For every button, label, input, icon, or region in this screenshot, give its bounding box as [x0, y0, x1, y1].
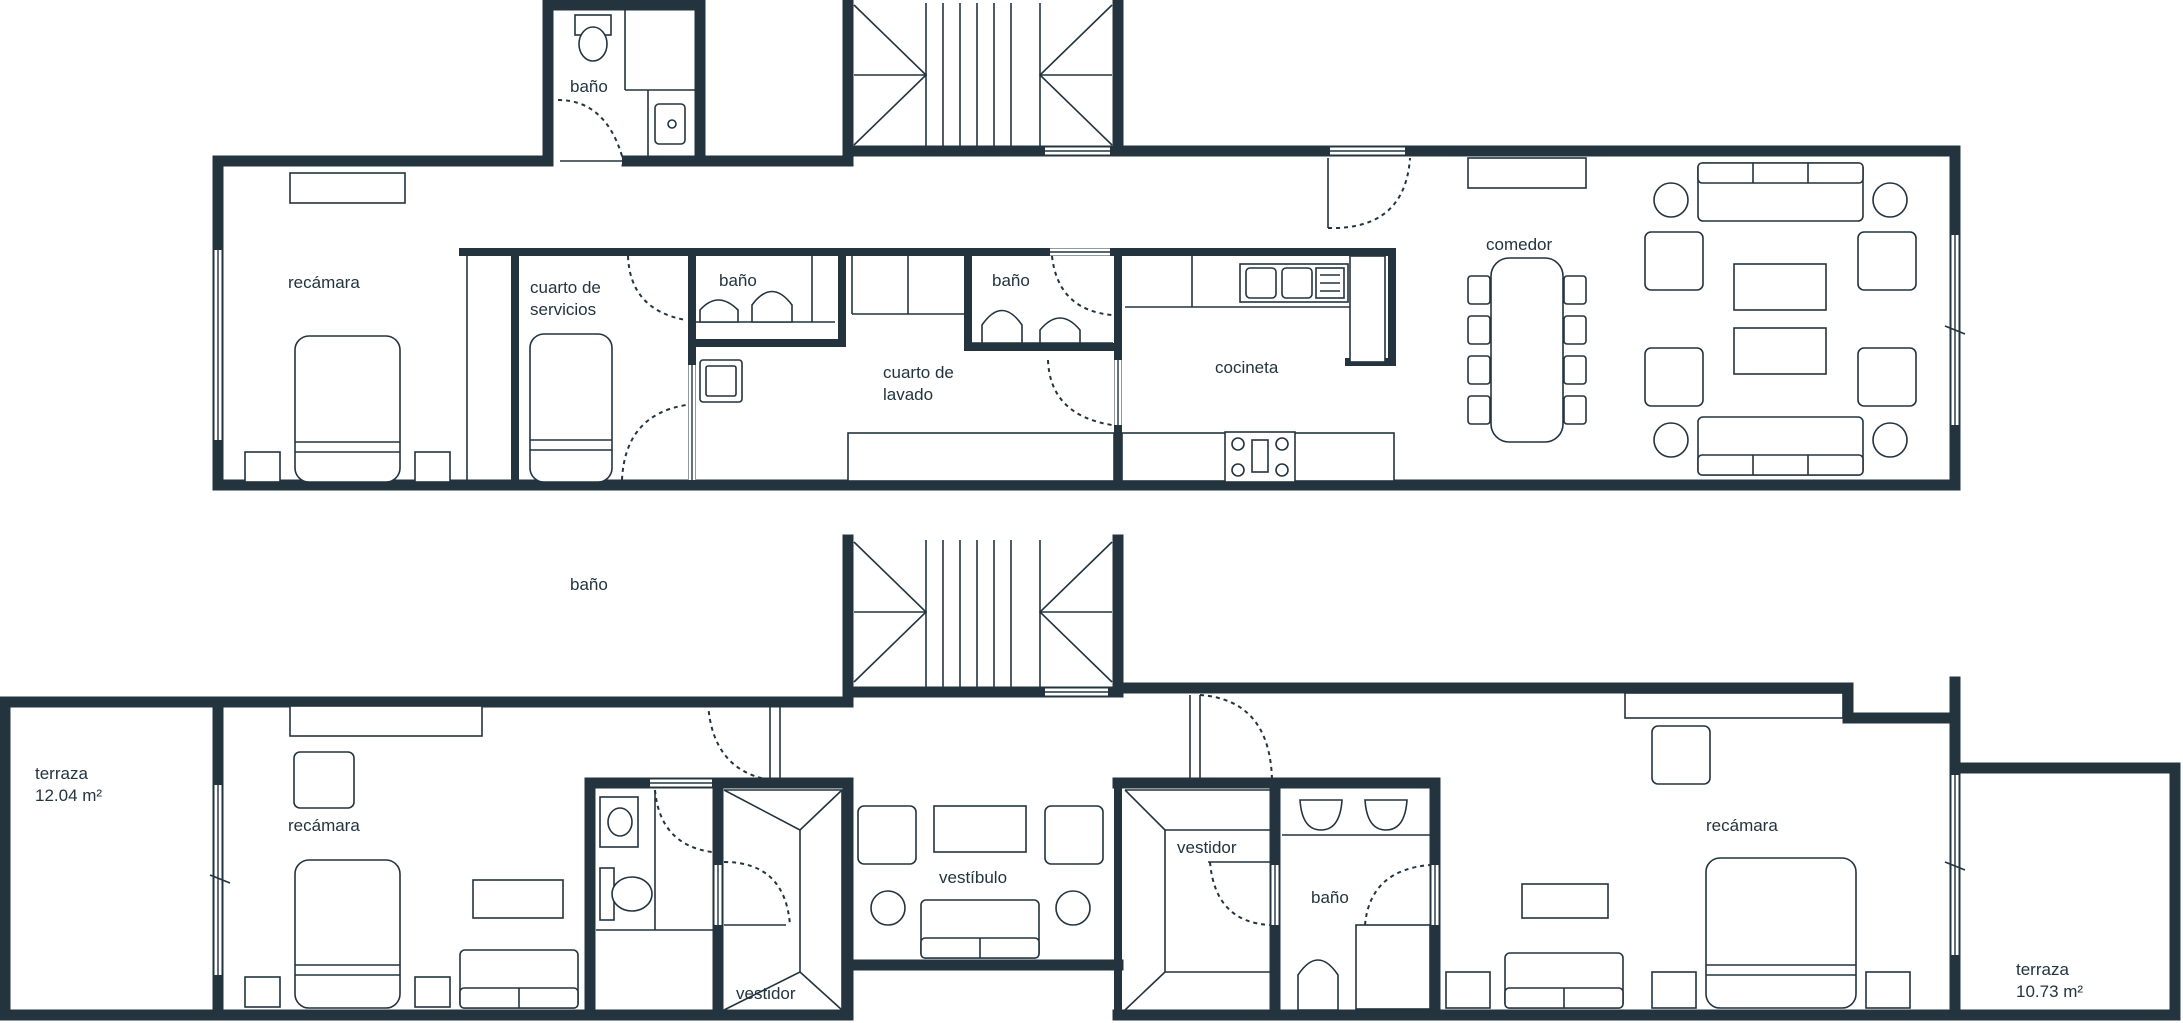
lower-vestibule-furniture [857, 805, 1104, 959]
lower-floor: baño terraza 12.04 m² recámara vestidor … [0, 534, 2181, 1021]
label-vestidor-left: vestidor [736, 984, 796, 1003]
label-bano-top: baño [570, 77, 608, 96]
upper-staircase [853, 3, 1113, 151]
label-vestidor-right: vestidor [1177, 838, 1237, 857]
lower-recamara-right-furniture [1445, 692, 1966, 1009]
label-terraza-right-2: 10.73 m² [2016, 982, 2083, 1001]
lower-left-terrace-wall [0, 696, 224, 1021]
lower-recamara-left-furniture [209, 702, 781, 1009]
lower-outer-wall [0, 534, 1955, 724]
label-recamara-right: recámara [1706, 816, 1778, 835]
label-cuarto-servicios-2: servicios [530, 300, 596, 319]
upper-laundry-furniture [699, 255, 1115, 482]
upper-bathroom-a [692, 256, 835, 323]
upper-bath-top-wall [542, 0, 706, 167]
label-bano-b: baño [992, 271, 1030, 290]
lower-staircase [853, 540, 1113, 688]
label-cuarto-lavado-1: cuarto de [883, 363, 954, 382]
label-comedor: comedor [1486, 235, 1552, 254]
label-bano-floating: baño [570, 575, 608, 594]
label-vestibulo: vestíbulo [939, 868, 1007, 887]
lower-vestidor-left [723, 789, 843, 1011]
upper-recamara-furniture [244, 172, 468, 483]
label-cuarto-servicios-1: cuarto de [530, 278, 601, 297]
label-terraza-left-1: terraza [35, 764, 88, 783]
lower-bathroom-left [596, 789, 714, 931]
upper-bathroom-b [972, 309, 1113, 344]
label-bano-right: baño [1311, 888, 1349, 907]
upper-floor: baño recámara cuarto de servicios baño b… [212, 0, 1966, 491]
label-recamara-left: recámara [288, 816, 360, 835]
upper-dining-furniture [1327, 157, 1587, 443]
upper-stair-wall [842, 0, 1124, 167]
label-terraza-right-1: terraza [2016, 960, 2069, 979]
lower-vestidor-right [1124, 694, 1273, 1011]
upper-living-furniture [1644, 162, 1966, 476]
label-cuarto-lavado-2: lavado [883, 385, 933, 404]
label-terraza-left-2: 12.04 m² [35, 786, 102, 805]
label-recamara-upper: recámara [288, 273, 360, 292]
lower-bathroom-right [1282, 799, 1431, 1011]
label-bano-a: baño [719, 271, 757, 290]
upper-kitchenette [1121, 255, 1395, 483]
upper-service-room-furniture [529, 255, 687, 483]
upper-top-bathroom [557, 10, 695, 157]
label-cocineta: cocineta [1215, 358, 1279, 377]
